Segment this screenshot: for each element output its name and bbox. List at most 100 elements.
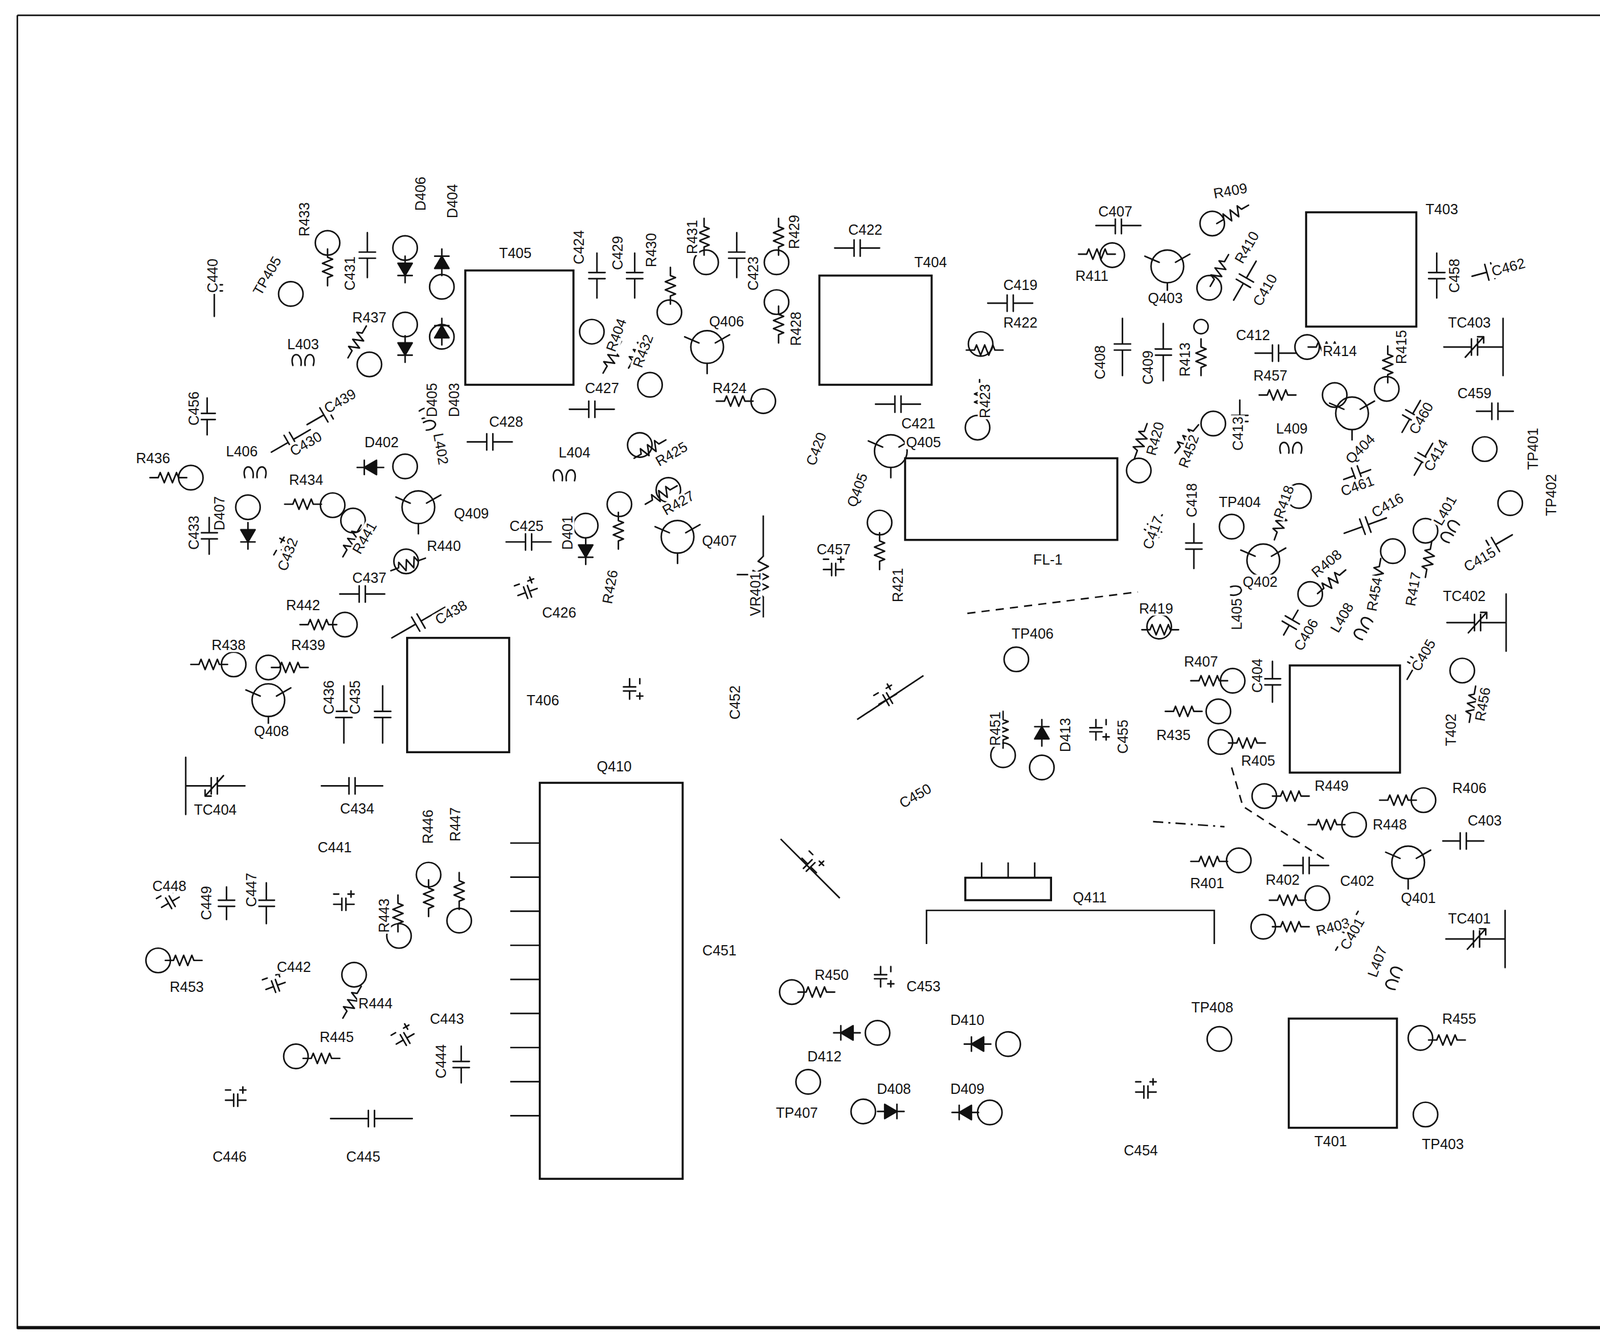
part-label: Q405 [844,469,871,510]
part-label: L409 [1274,421,1309,436]
part-label: C458 [1446,257,1462,294]
transistor-lead [246,687,292,727]
solder-pad [1208,729,1233,755]
part-label: C404 [1250,657,1265,694]
part-label: TP404 [1217,494,1263,510]
diode-symbol [434,318,449,346]
part-label: R419 [1138,600,1175,616]
electrolytic-capacitor-symbol [1135,1078,1157,1099]
electrolytic-capacitor-symbol [797,848,826,877]
resistor-symbol [1272,921,1309,932]
electrolytic-capacitor-symbol [389,1022,417,1050]
transistor-symbol [874,434,907,468]
diode-symbol [240,522,256,550]
solder-pad [1304,885,1330,911]
part-label: C443 [428,1011,466,1026]
part-label: Q401 [1400,890,1438,906]
capacitor-symbol [340,585,386,603]
resistor-symbol [773,305,784,343]
capacitor-symbol [506,533,552,551]
part-label: R406 [1451,780,1488,796]
diode-symbol [884,1103,897,1119]
resistor-symbol [874,532,885,570]
part-label: C408 [1093,344,1108,381]
part-label: C441 [316,839,354,854]
solder-pad [607,491,632,517]
resistor-symbol [698,218,710,255]
part-label: R407 [1183,653,1220,669]
transistor-symbol [1335,397,1369,430]
part-label: R428 [788,310,804,347]
part-label: C452 [727,684,742,721]
part-label: C459 [1456,385,1493,400]
part-label: R456 [1472,685,1493,724]
solder-pad [1380,538,1406,564]
frame-line [17,1326,1600,1329]
solder-pad [995,1031,1021,1057]
resistor-symbol [303,1053,340,1064]
part-label: R431 [684,218,699,256]
part-label: C417 [1140,513,1166,552]
capacitor-symbol [1155,323,1172,381]
capacitor-symbol [330,1110,412,1127]
solder-pad [1206,1026,1232,1051]
diode-symbol [398,263,413,276]
part-label: C456 [186,390,202,427]
part-label: R410 [1231,227,1263,267]
part-label: C440 [205,257,220,294]
part-label: C423 [746,255,761,292]
dashed-boundary [967,591,1138,614]
coil-symbol [1352,615,1373,641]
part-label: C427 [583,380,621,395]
capacitor-symbol [467,433,513,450]
part-label: C454 [1122,1142,1160,1157]
part-label: C428 [488,414,525,429]
part-label: R430 [643,231,658,269]
part-label: TP406 [1010,626,1055,641]
coil-symbol [1279,442,1302,454]
resistor-symbol [389,553,428,576]
part-label: TC401 [1446,911,1492,926]
part-label: R436 [134,451,172,466]
part-label: C457 [815,541,853,556]
transistor-lead [655,524,701,564]
part-label: D406 [413,175,428,212]
part-label: R446 [420,808,435,845]
part-label: R411 [1074,268,1110,283]
part-label: R423 [977,382,992,420]
capacitor-symbol [1114,318,1131,376]
transistor-lead [395,494,441,534]
part-label: R435 [1155,727,1192,742]
resistor-symbol [1142,624,1179,635]
part-label: R420 [1143,419,1168,458]
capacitor-symbol [452,1045,470,1083]
solder-pad [1200,211,1225,236]
capacitor-symbol [875,395,921,413]
diode-symbol [398,342,413,355]
electrolytic-capacitor-symbol [872,682,900,710]
part-label: L403 [285,336,321,351]
part-label: R426 [599,567,621,607]
solder-pad [1374,376,1399,401]
frame-line [17,15,1600,1329]
solder-pad [573,513,599,538]
solder-pad [283,1044,309,1069]
part-label: C435 [348,678,363,716]
part-label: R413 [1177,341,1192,378]
solder-pad [751,389,776,414]
part-label: C432 [275,534,301,574]
solder-pad [1226,848,1251,873]
part-label: R424 [711,380,748,395]
part-label: R445 [318,1029,355,1045]
part-label: R404 [603,314,629,354]
part-label: C460 [1406,399,1438,439]
part-label: Q403 [1146,291,1184,306]
dashed-boundary [1231,767,1327,861]
transistor-symbol [690,330,724,363]
component-outline [819,275,932,386]
solder-pad [1298,581,1323,607]
board-drawing [17,15,1600,1329]
part-label: R452 [1175,431,1202,471]
transistor-symbol [1246,543,1280,577]
